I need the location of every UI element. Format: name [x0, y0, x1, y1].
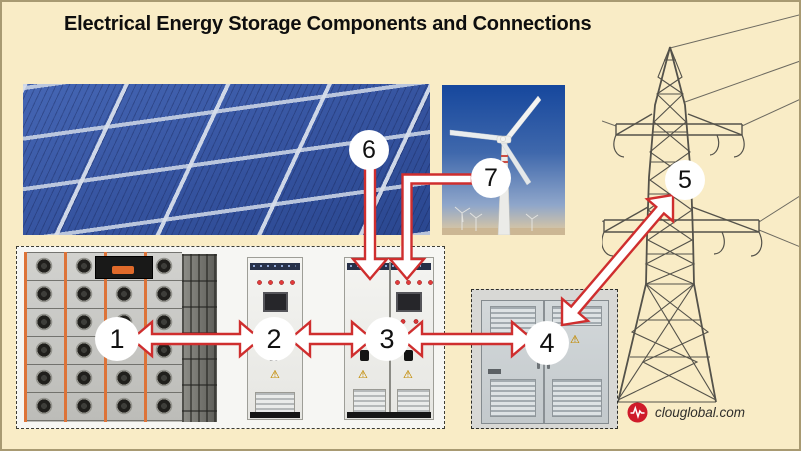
marker-transformer-cabinet: 4	[525, 321, 569, 365]
pulse-waveform-icon	[627, 402, 648, 423]
display-screen	[396, 292, 422, 312]
page-title: Electrical Energy Storage Components and…	[64, 13, 592, 35]
cabinet-header-band	[250, 263, 300, 270]
indicator-lights	[254, 279, 298, 286]
marker-converter-cabinet: 2	[252, 317, 296, 361]
marker-solar-array: 6	[349, 130, 389, 170]
marker-inverter-cabinet: 3	[365, 317, 409, 361]
transmission-tower-drawing	[602, 14, 799, 403]
warning-icon: ⚠	[358, 369, 368, 381]
warning-icon: ⚠	[403, 369, 413, 381]
battery-top-module	[95, 256, 153, 279]
warning-icon: ⚠	[270, 369, 280, 381]
connector	[404, 350, 413, 361]
louver-vent	[552, 306, 602, 326]
display-screen	[263, 292, 288, 312]
cabinet-base	[347, 412, 431, 418]
indicator-lights	[392, 279, 436, 286]
louver-vent	[490, 379, 536, 417]
marker-wind-turbine: 7	[471, 158, 511, 198]
nameplate	[488, 369, 501, 374]
marker-battery-storage: 1	[95, 317, 139, 361]
brand-footer: clouglobal.com	[627, 402, 745, 423]
marker-transmission-tower: 5	[665, 160, 705, 200]
wind-turbine-image	[442, 85, 565, 235]
cabinet-base	[250, 412, 300, 418]
site-url: clouglobal.com	[655, 405, 746, 420]
louver-vent	[552, 379, 602, 417]
door-handle	[537, 359, 540, 369]
warning-icon: ⚠	[570, 334, 580, 346]
connector	[360, 350, 369, 361]
vent-grille	[397, 389, 430, 415]
battery-rack-frame	[182, 254, 217, 422]
